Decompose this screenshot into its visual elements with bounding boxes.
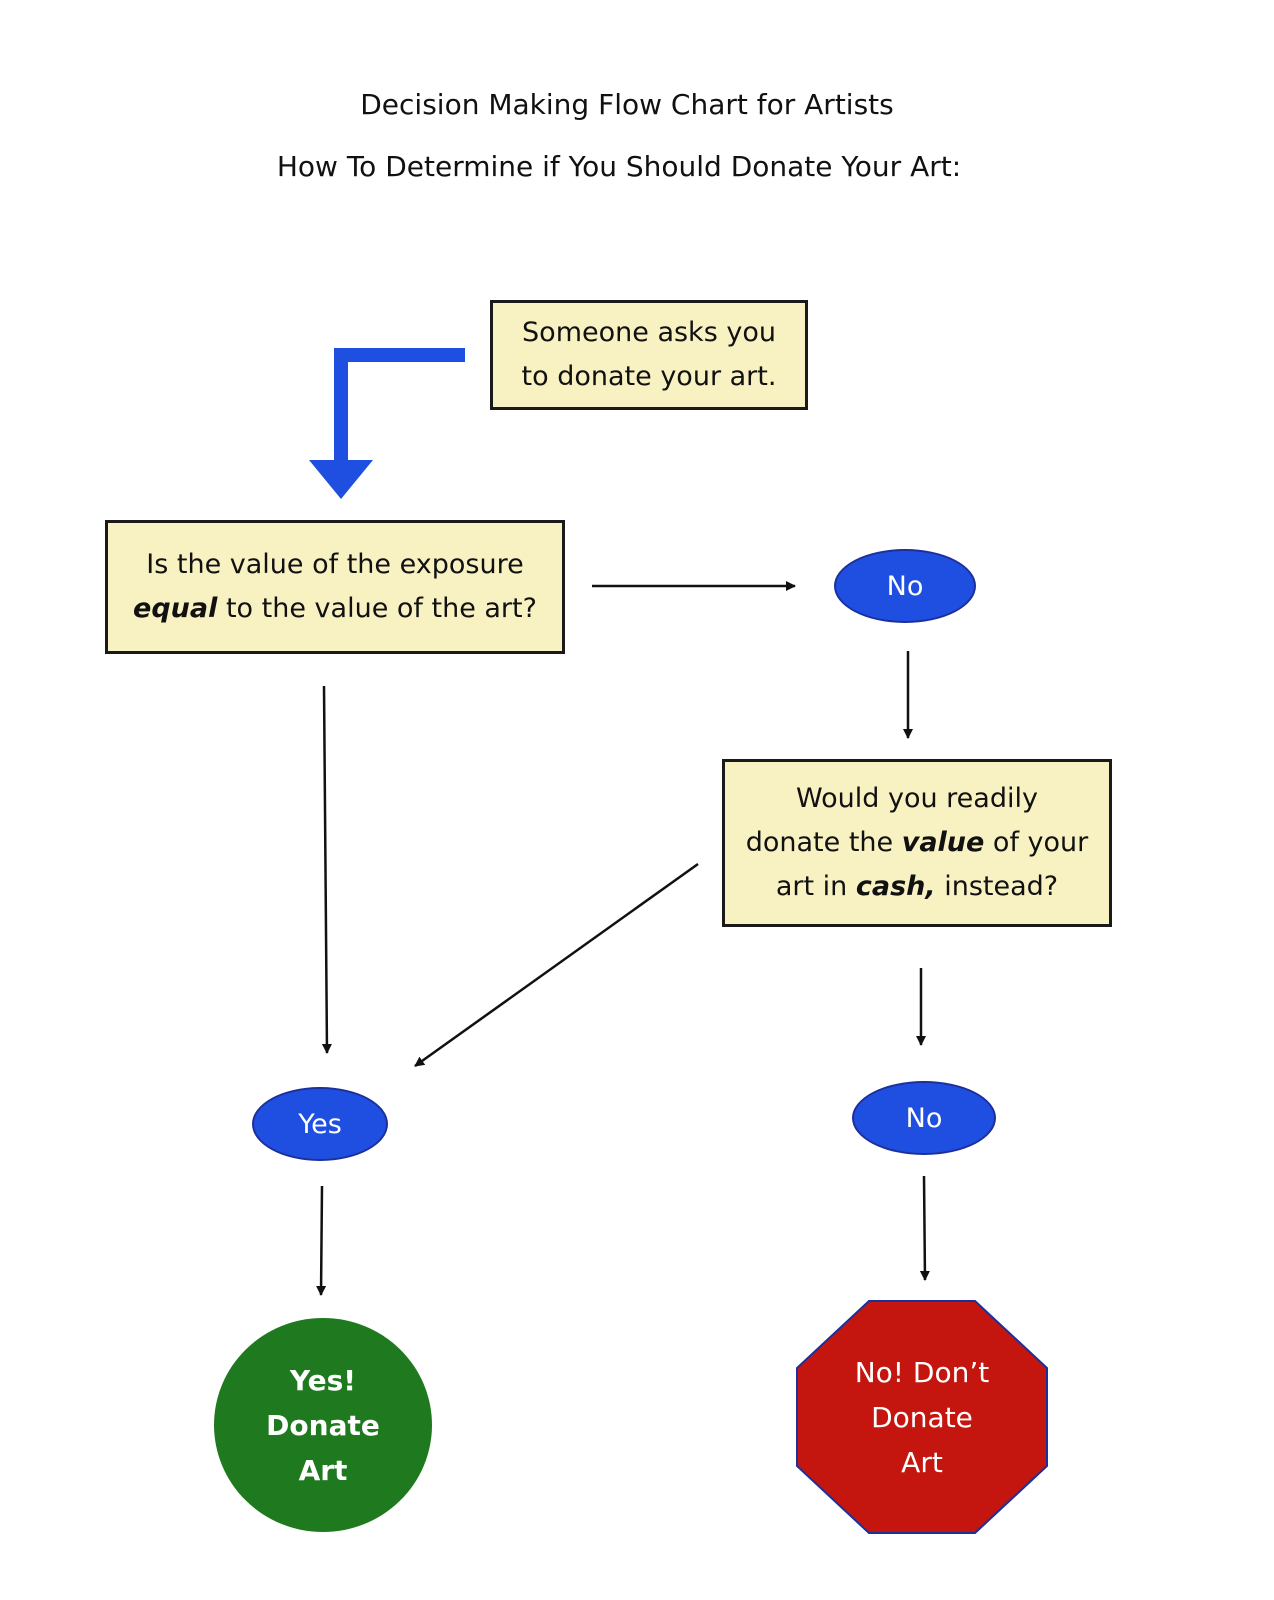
question-exposure-line-1: Is the value of the exposure [146, 549, 524, 580]
question-cash-line-2-pre: donate the [745, 827, 902, 858]
diagram-subtitle: How To Determine if You Should Donate Yo… [276, 150, 962, 183]
start-line-1: Someone asks you [522, 317, 776, 348]
question-cash-line-3-pre: art in [775, 871, 856, 902]
start-box: Someone asks you to donate your art. [490, 300, 808, 410]
stop-sign-outline [796, 1300, 1048, 1534]
dont-donate-line-2: Donate [871, 1400, 973, 1434]
donate-line-3: Art [298, 1453, 348, 1487]
dont-donate-art-terminal: No! Don’t Donate Art [796, 1300, 1048, 1534]
yes-oval: Yes [252, 1087, 388, 1161]
diagram-title: Decision Making Flow Chart for Artists [360, 88, 894, 121]
emphasis-value: value [901, 827, 985, 858]
question-exposure-line-2-rest: to the value of the art? [217, 593, 537, 624]
dont-donate-line-3: Art [901, 1445, 943, 1479]
start-arrow [309, 348, 465, 499]
arrow-yes-to-donate [316, 1185, 327, 1296]
arrow-no-to-dont-donate [919, 1175, 930, 1281]
question-cash-line-3: art in cash, instead? [725, 865, 1109, 909]
donate-line-1: Yes! [289, 1363, 357, 1397]
donate-line-2: Donate [266, 1408, 380, 1442]
start-line-2: to donate your art. [521, 361, 777, 392]
question-cash-line-3-post: instead? [935, 871, 1059, 902]
question-exposure-line-2: equal to the value of the art? [108, 587, 562, 631]
question-exposure-box: Is the value of the exposure equal to th… [105, 520, 565, 654]
emphasis-equal: equal [133, 593, 218, 624]
arrow-q1-to-yes [321, 685, 332, 1054]
donate-art-terminal: Yes! Donate Art [214, 1318, 432, 1532]
question-cash-box: Would you readily donate the value of yo… [722, 759, 1112, 927]
question-cash-line-2: donate the value of your [725, 821, 1109, 865]
arrow-q2-to-yes [414, 862, 699, 1068]
emphasis-cash: cash, [855, 871, 936, 902]
dont-donate-line-1: No! Don’t [854, 1355, 990, 1389]
no-oval-cash: No [852, 1081, 996, 1155]
question-cash-line-2-post: of your [984, 827, 1089, 858]
question-cash-line-1: Would you readily [796, 783, 1038, 814]
no-oval-exposure: No [834, 549, 976, 623]
